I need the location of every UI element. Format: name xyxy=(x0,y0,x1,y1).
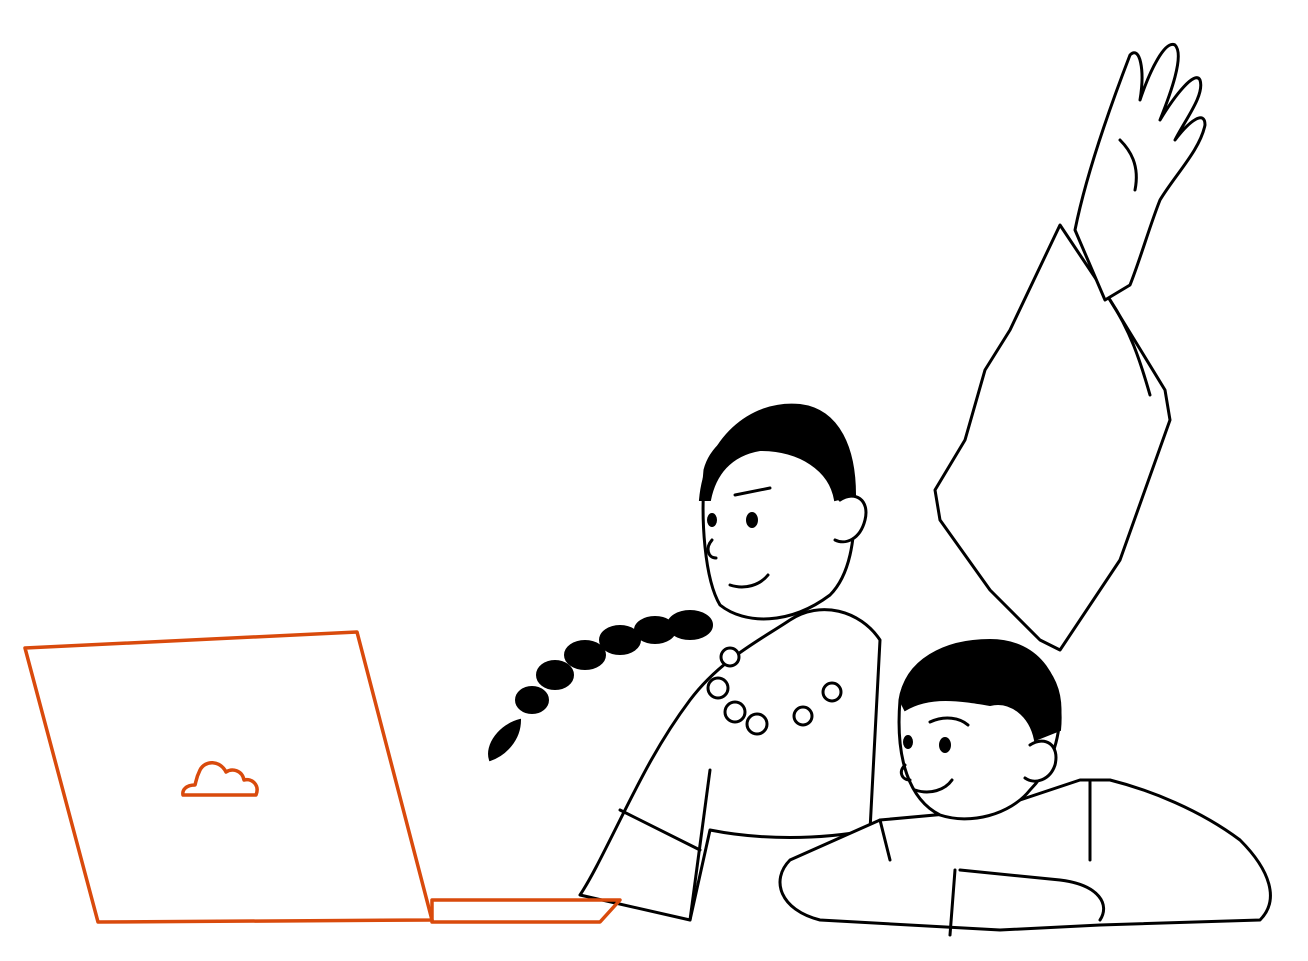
necklace xyxy=(706,646,843,736)
laptop-icon xyxy=(23,630,622,924)
raised-arm xyxy=(933,43,1207,652)
boy xyxy=(778,638,1272,937)
girl xyxy=(488,403,882,922)
braid xyxy=(488,610,713,762)
cloud-logo-icon xyxy=(181,761,259,797)
